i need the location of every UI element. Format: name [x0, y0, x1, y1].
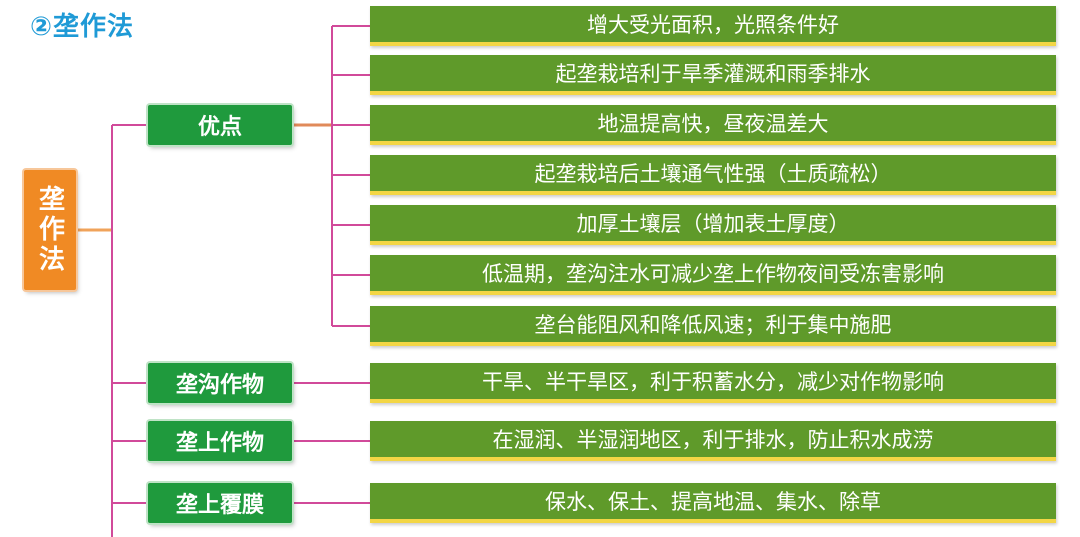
- leaf-advantage-2: 起垄栽培利于旱季灌溉和雨季排水: [370, 55, 1056, 95]
- node-advantages: 优点: [148, 105, 292, 145]
- leaf-ridge-mulch: 保水、保土、提高地温、集水、除草: [370, 483, 1056, 523]
- leaf-advantage-4: 起垄栽培后土壤通气性强（土质疏松）: [370, 155, 1056, 195]
- leaf-advantage-5: 加厚土壤层（增加表土厚度）: [370, 205, 1056, 245]
- node-ridge-mulch: 垄上覆膜: [148, 483, 292, 523]
- node-ridge-crops: 垄上作物: [148, 421, 292, 461]
- node-furrow-crops: 垄沟作物: [148, 363, 292, 403]
- leaf-advantage-7: 垄台能阻风和降低风速；利于集中施肥: [370, 306, 1056, 346]
- leaf-advantage-1: 增大受光面积，光照条件好: [370, 6, 1056, 46]
- leaf-furrow-crops: 干旱、半干旱区，利于积蓄水分，减少对作物影响: [370, 363, 1056, 403]
- page-title: ②垄作法: [30, 12, 135, 42]
- leaf-advantage-6: 低温期，垄沟注水可减少垄上作物夜间受冻害影响: [370, 255, 1056, 295]
- leaf-advantage-3: 地温提高快，昼夜温差大: [370, 105, 1056, 145]
- root-node: 垄作法: [24, 170, 76, 290]
- leaf-ridge-crops: 在湿润、半湿润地区，利于排水，防止积水成涝: [370, 421, 1056, 461]
